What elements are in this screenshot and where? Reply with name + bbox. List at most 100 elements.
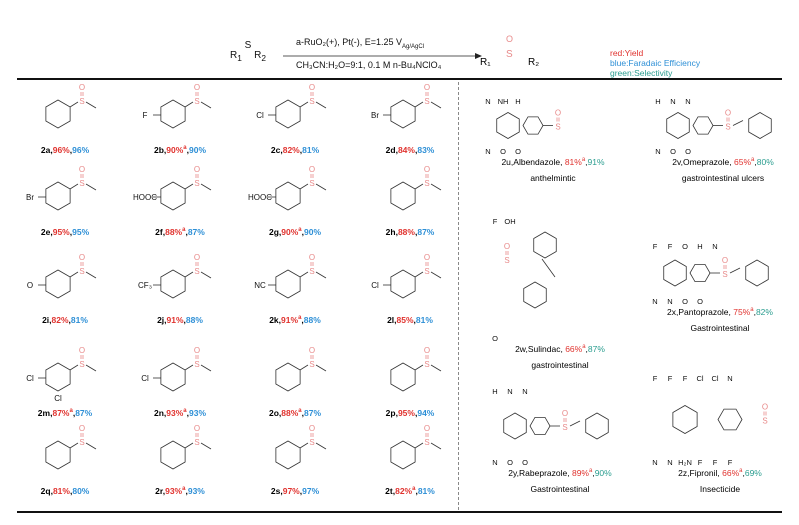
selectivity: 82% bbox=[755, 307, 773, 317]
drug-label-2w: 2w,Sulindac, 66%a,87% bbox=[515, 344, 605, 354]
compound-id: 2z bbox=[678, 468, 688, 478]
compound-id: 2n bbox=[153, 408, 164, 418]
bond bbox=[184, 364, 194, 371]
yield-note: a bbox=[582, 344, 586, 351]
compound-label-2s: 2s,97%,97% bbox=[270, 486, 320, 496]
compound-id: 2d bbox=[385, 145, 396, 155]
bond bbox=[299, 101, 309, 108]
benzene-ring bbox=[390, 362, 416, 392]
benzene-ring bbox=[45, 440, 71, 470]
structure-2p: SO bbox=[390, 346, 442, 392]
atom-2x: F bbox=[653, 242, 658, 251]
bond bbox=[184, 271, 194, 278]
compound-label-2o: 2o,88%a,87% bbox=[268, 408, 322, 418]
structure-2t: SO bbox=[390, 424, 442, 470]
compound-label-2j: 2j,91%,88% bbox=[157, 315, 203, 325]
sulfoxide-o: O bbox=[194, 83, 200, 92]
substituent-2l: Cl bbox=[371, 281, 379, 290]
substituent-2j: CF₃ bbox=[138, 281, 152, 290]
pyridine-ring bbox=[745, 259, 769, 287]
bond bbox=[85, 442, 97, 450]
sulfoxide-s: S bbox=[309, 360, 314, 369]
compound-id: 2u bbox=[501, 157, 511, 167]
yield: 95% bbox=[52, 227, 70, 237]
atom-2y: O bbox=[507, 458, 513, 467]
drug-use-2x: Gastrointestinal bbox=[690, 323, 750, 333]
faradaic-efficiency: 95% bbox=[72, 227, 90, 237]
yield-note: a bbox=[298, 227, 302, 234]
r2-sub: 2 bbox=[261, 53, 266, 63]
atom-2u: NH bbox=[498, 97, 509, 106]
legend-fe: blue:Faradaic Efficiency bbox=[610, 58, 701, 68]
sulfoxide-o: O bbox=[722, 256, 728, 265]
sulfoxide-o: O bbox=[309, 83, 315, 92]
bond bbox=[85, 101, 97, 109]
yield: 88% bbox=[165, 227, 183, 237]
bond bbox=[299, 364, 309, 371]
structure-2o: SO bbox=[275, 346, 327, 392]
r2: R bbox=[254, 50, 262, 61]
faradaic-efficiency: 93% bbox=[187, 486, 205, 496]
sulfoxide-s: S bbox=[562, 423, 567, 432]
atom-2u: H bbox=[515, 97, 520, 106]
drug-use-2u: anthelmintic bbox=[530, 173, 576, 183]
bond bbox=[414, 442, 424, 449]
atom-2x: H bbox=[697, 242, 702, 251]
compound-label-2f: 2f,88%a,87% bbox=[155, 227, 205, 237]
compound-id: 2a bbox=[40, 145, 51, 155]
sulfoxide-o: O bbox=[555, 109, 561, 118]
sulfoxide-s: S bbox=[79, 97, 84, 106]
atom-2x: O bbox=[697, 297, 703, 306]
benzene-ring bbox=[533, 231, 557, 259]
atom-2x: O bbox=[682, 242, 688, 251]
atom-2u: O bbox=[515, 147, 521, 156]
compound-label-2g: 2g,90%a,90% bbox=[268, 227, 322, 237]
bond bbox=[200, 271, 212, 279]
compound-label-2n: 2n,93%a,93% bbox=[153, 408, 207, 418]
product-r2: R₂ bbox=[528, 57, 540, 68]
compound-id: 2r bbox=[155, 486, 163, 496]
yield: 82% bbox=[395, 486, 413, 496]
compound-label-2e: 2e,95%,95% bbox=[40, 227, 90, 237]
sulfoxide-o: O bbox=[79, 424, 85, 433]
compound-id: 2i bbox=[42, 315, 50, 325]
pyridine-ring bbox=[748, 112, 772, 139]
yield-note: a bbox=[581, 157, 586, 164]
compound-id: 2e bbox=[40, 227, 51, 237]
benzene-ring bbox=[523, 281, 547, 309]
drug-label-2u: 2u,Albendazole, 81%a,91% bbox=[501, 157, 605, 167]
sulfoxide-o: O bbox=[309, 424, 315, 433]
sulfoxide-s: S bbox=[79, 438, 84, 447]
reactant: R1 S R2 bbox=[230, 40, 266, 63]
faradaic-efficiency: 97% bbox=[302, 486, 320, 496]
benzene-ring bbox=[275, 181, 301, 211]
sulfoxide-s: S bbox=[79, 179, 84, 188]
compound-label-2p: 2p,95%,94% bbox=[385, 408, 435, 418]
r1-sub: 1 bbox=[237, 53, 242, 63]
compound-label-2t: 2t,82%a,81% bbox=[385, 486, 435, 496]
bond bbox=[315, 442, 327, 450]
bond bbox=[299, 183, 309, 190]
sulfoxide-o: O bbox=[725, 109, 731, 118]
bond bbox=[200, 183, 212, 191]
faradaic-efficiency: 87% bbox=[417, 227, 435, 237]
atom-2z: N bbox=[727, 374, 732, 383]
sulfoxide-s: S bbox=[194, 438, 199, 447]
benzene-ring bbox=[45, 269, 71, 299]
sulfoxide-o: O bbox=[424, 253, 430, 262]
structure-2r: SO bbox=[160, 424, 212, 470]
yield-note: a bbox=[412, 486, 416, 493]
compound-id: 2q bbox=[40, 486, 51, 496]
product: O S R₁ R₂ bbox=[478, 34, 548, 74]
bond bbox=[69, 364, 79, 371]
bond bbox=[85, 183, 97, 191]
drug-name: Omeprazole bbox=[682, 157, 730, 167]
divider bbox=[458, 82, 459, 510]
drug-name: Fipronil bbox=[689, 468, 718, 478]
bond bbox=[729, 267, 741, 274]
